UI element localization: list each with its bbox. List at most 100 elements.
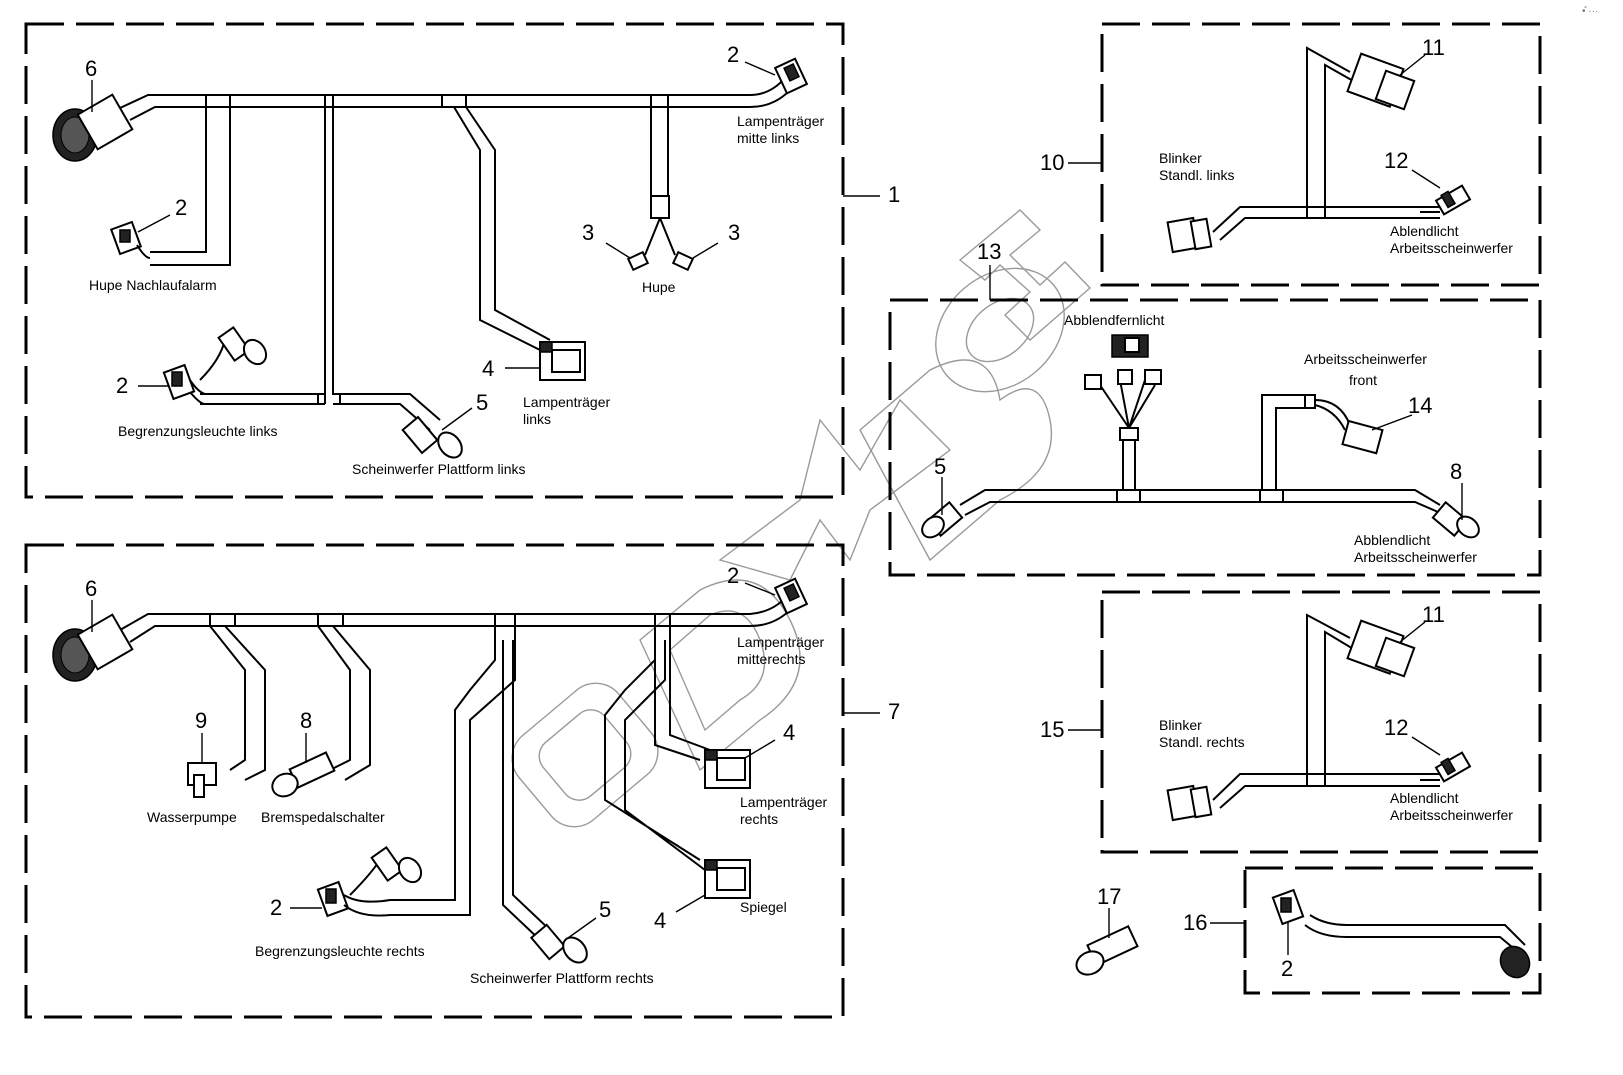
part-label: Begrenzungsleuchte links (118, 423, 278, 439)
relay-connector-icon (1111, 334, 1149, 358)
group-10-outline (1100, 22, 1542, 287)
part-number: 8 (1450, 459, 1462, 484)
part-label: Lampenträger (523, 394, 611, 410)
harness-group-15: 15 11 Blinker Standl. rechts 12 Ablendli… (1040, 590, 1542, 854)
part-label: Wasserpumpe (147, 809, 237, 825)
multi-pin-connector-icon (1346, 619, 1416, 678)
group-16-outline (1243, 866, 1542, 995)
part-label: mitterechts (737, 651, 805, 667)
group-13-outline (888, 298, 1542, 577)
socket-connector-icon (401, 415, 463, 459)
part-label: front (1349, 372, 1377, 388)
part-label: mitte links (737, 130, 799, 146)
part-number: 12 (1384, 715, 1408, 740)
plug-connector-icon (316, 845, 423, 918)
callout-1: 1 (888, 182, 900, 207)
harness-group-1: 1 6 2 Lampenträger mi (24, 22, 900, 499)
harness-group-7: 7 6 2 Lampenträger mittere (24, 543, 900, 1019)
group-15-outline (1100, 590, 1542, 854)
plug-connector-icon (162, 325, 268, 405)
part-label: Arbeitsscheinwerfer (1390, 807, 1513, 823)
part-label: rechts (740, 811, 778, 827)
part-label: Blinker (1159, 717, 1202, 733)
callout-16: 16 (1183, 910, 1207, 935)
part-label: links (523, 411, 551, 427)
plug-connector-icon (109, 220, 151, 259)
part-number: 2 (116, 373, 128, 398)
box-connector-icon (704, 749, 751, 789)
part-label: Standl. rechts (1159, 734, 1245, 750)
callout-17: 17 (1097, 884, 1121, 909)
part-label: Begrenzungsleuchte rechts (255, 943, 425, 959)
part-number: 2 (1281, 956, 1293, 981)
part-label: Lampenträger (740, 794, 828, 810)
part-number: 2 (175, 195, 187, 220)
socket-connector-icon (271, 751, 336, 798)
spade-connector-icon (187, 762, 217, 798)
part-number: 6 (85, 56, 97, 81)
box-connector-icon (704, 859, 751, 899)
part-number: 12 (1384, 148, 1408, 173)
callout-10: 10 (1040, 150, 1064, 175)
group-1-outline (24, 22, 845, 499)
part-label: Ablendlicht (1390, 223, 1459, 239)
socket-connector-icon (921, 500, 964, 539)
plug-connector-icon (1420, 184, 1472, 219)
plug-connector-icon (1420, 751, 1472, 787)
part-label: Bremspedalschalter (261, 809, 385, 825)
part-number: 2 (727, 42, 739, 67)
part-number: 2 (727, 563, 739, 588)
part-label: Spiegel (740, 899, 787, 915)
part-number: 2 (270, 895, 282, 920)
group-7-outline (24, 543, 845, 1019)
part-number: 3 (728, 220, 740, 245)
part-number: 8 (300, 708, 312, 733)
part-label: Ablendlicht (1390, 790, 1459, 806)
socket-connector-icon (529, 923, 588, 964)
part-label: Arbeitsscheinwerfer (1354, 549, 1477, 565)
callout-15: 15 (1040, 717, 1064, 742)
part-number: 9 (195, 708, 207, 733)
socket-connector-icon (1075, 924, 1139, 976)
multi-pin-connector-icon (1166, 784, 1213, 822)
part-label: Arbeitsscheinwerfer (1304, 351, 1427, 367)
part-17: 17 (1075, 884, 1139, 976)
part-number: 4 (783, 720, 795, 745)
part-label: Abblendfernlicht (1064, 312, 1165, 328)
plug-connector-icon (1271, 888, 1305, 926)
corner-mark: •̊ ··· (1582, 4, 1598, 17)
part-number: 4 (482, 356, 494, 381)
part-label: Lampenträger (737, 634, 825, 650)
callout-7: 7 (888, 699, 900, 724)
socket-connector-icon (1431, 500, 1480, 539)
part-label: Arbeitsscheinwerfer (1390, 240, 1513, 256)
part-label: Scheinwerfer Plattform rechts (470, 970, 654, 986)
part-number: 5 (934, 454, 946, 479)
callout-13: 13 (977, 239, 1001, 264)
plug-connector-icon (773, 57, 809, 95)
part-label: Standl. links (1159, 167, 1234, 183)
part-number: 11 (1422, 602, 1445, 627)
part-label: Hupe Nachlaufalarm (89, 277, 217, 293)
part-label: Scheinwerfer Plattform links (352, 461, 526, 477)
multi-pin-connector-icon (1166, 216, 1213, 254)
harness-group-13: 13 Abblendfernlicht 14 Arbeitsscheinwerf… (888, 239, 1542, 577)
part-label: Hupe (642, 279, 676, 295)
multi-pin-connector-icon (1346, 52, 1416, 111)
plug-connector-icon (773, 577, 809, 615)
spade-connector-icon (626, 250, 695, 272)
socket-connector-icon (1499, 945, 1531, 979)
part-number: 4 (654, 908, 666, 933)
part-label: Blinker (1159, 150, 1202, 166)
part-number: 11 (1422, 35, 1445, 60)
part-number: 14 (1408, 393, 1432, 418)
part-label: Lampenträger (737, 113, 825, 129)
part-label: Abblendlicht (1354, 532, 1430, 548)
box-connector-icon (539, 341, 586, 381)
part-number: 6 (85, 576, 97, 601)
harness-group-10: 10 11 Blinker Standl. links 12 Ablendlic… (1040, 22, 1542, 287)
part-number: 5 (599, 897, 611, 922)
part-number: 5 (476, 390, 488, 415)
part-number: 3 (582, 220, 594, 245)
